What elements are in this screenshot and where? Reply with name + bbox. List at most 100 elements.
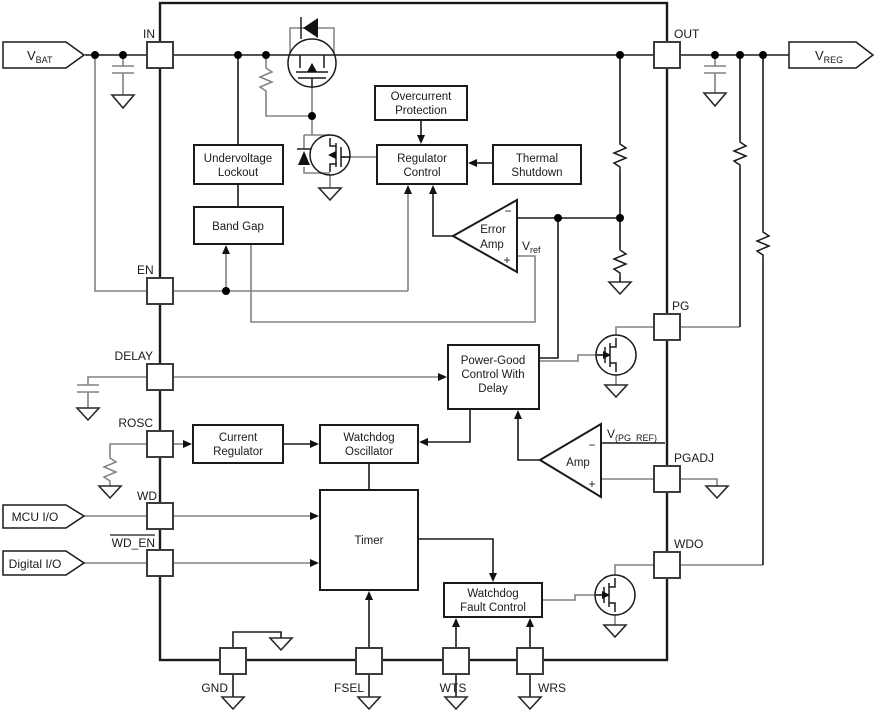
port-vreg-label: VREG	[815, 48, 843, 65]
ground-icon	[268, 637, 294, 652]
port-vbat: VBAT	[2, 41, 86, 69]
ground-icon	[517, 696, 543, 711]
pin-labels: IN OUT EN DELAY ROSC WD WD_EN PG PGADJ W…	[110, 27, 714, 695]
error-amp: Error Amp − +	[450, 198, 518, 274]
feedback-net	[517, 55, 633, 359]
block-label: Shutdown	[511, 167, 562, 179]
block-label: Current	[219, 432, 258, 444]
wire-gnd-internal	[232, 631, 282, 648]
pin-delay	[146, 363, 174, 391]
pin-gnd	[219, 647, 247, 675]
arrowhead-icon	[404, 185, 412, 194]
minus-sign: −	[504, 204, 511, 218]
pin-fsel	[355, 647, 383, 675]
vpgref-main: V	[607, 427, 615, 441]
pin-pgadj	[653, 465, 681, 493]
pin-delay-label: DELAY	[115, 349, 153, 363]
wire-erroramp-out	[432, 194, 453, 237]
arrowhead-icon	[514, 410, 522, 419]
wire-wdo	[614, 564, 763, 575]
junction-dot	[222, 287, 230, 295]
block-regulator-control: Regulator Control	[376, 144, 468, 185]
resistor-icon	[612, 142, 628, 170]
port-mcu-io-label: MCU I/O	[12, 510, 59, 524]
junction-dot	[234, 51, 242, 59]
pg-amp-triangle	[538, 422, 602, 499]
plus-sign: +	[588, 477, 595, 491]
block-rect	[447, 344, 540, 410]
ground-icon	[702, 92, 728, 108]
block-rect	[374, 85, 468, 121]
block-label: Watchdog	[343, 432, 394, 444]
wire-wfc-to-wdofet	[542, 594, 604, 601]
wire-delay-ext	[87, 376, 147, 408]
pin-out	[653, 41, 681, 69]
mosfet-body	[594, 574, 636, 616]
vref-main: V	[522, 239, 530, 253]
wire-en	[173, 194, 409, 292]
wdo-output-net	[542, 55, 771, 639]
pg-amp-label: Amp	[566, 457, 590, 469]
mosfet-arrow	[307, 63, 317, 72]
pin-pgadj-label: PGADJ	[674, 451, 714, 465]
erroramp-output-net	[429, 185, 453, 237]
gate-driver-mosfet-icon	[297, 134, 351, 176]
block-label: Protection	[395, 105, 447, 117]
vbat-external-net	[94, 55, 147, 292]
wire-gate-cluster	[265, 55, 331, 188]
plus-sign: +	[503, 253, 510, 267]
ground-icon	[602, 624, 628, 639]
pin-in-label: IN	[143, 27, 155, 41]
pin-wd-label: WD	[137, 489, 157, 503]
block-rect	[319, 424, 419, 464]
port-mcu-io: MCU I/O	[2, 504, 86, 529]
pg-output-net	[539, 55, 748, 399]
pin-out-label: OUT	[674, 27, 700, 41]
junction-dot	[91, 51, 99, 59]
block-overcurrent-protection: Overcurrent Protection	[374, 85, 468, 121]
rosc-net	[97, 440, 192, 500]
block-label: Thermal	[516, 153, 558, 165]
junction-dots	[91, 51, 767, 295]
mosfet-body	[309, 134, 351, 176]
block-label: Overcurrent	[391, 91, 453, 103]
vbat-main: V	[27, 48, 36, 63]
block-label: Fault Control	[460, 602, 526, 614]
pin-wdo	[653, 551, 681, 579]
pin-wts-label: WTS	[440, 681, 467, 695]
block-label: Regulator	[213, 446, 263, 458]
pg-amp-net	[514, 410, 730, 500]
wdo-mosfet-icon	[594, 574, 636, 616]
block-thermal-shutdown: Thermal Shutdown	[492, 144, 582, 185]
arrowhead-icon	[468, 159, 477, 167]
port-mcu-io-shape	[2, 504, 86, 529]
block-label: Control	[403, 167, 440, 179]
error-amp-triangle	[450, 198, 518, 274]
block-label: Watchdog	[467, 588, 518, 600]
block-label: Undervoltage	[204, 153, 272, 165]
block-undervoltage-lockout: Undervoltage Lockout	[193, 144, 284, 185]
port-digital-io-shape	[2, 550, 86, 576]
diode-icon	[303, 18, 318, 38]
wire-timer-to-wfc	[418, 538, 494, 573]
delay-net	[75, 373, 447, 422]
block-label: Regulator	[397, 153, 447, 165]
pin-en	[146, 277, 174, 305]
error-amp-label: Error	[480, 224, 506, 236]
pin-wd	[146, 502, 174, 530]
pin-wrs	[516, 647, 544, 675]
arrowhead-icon	[310, 512, 319, 520]
wire-pg-sense	[539, 218, 559, 359]
resistor-icon	[732, 140, 748, 168]
junction-dot	[711, 51, 719, 59]
ground-icon	[110, 94, 136, 110]
wd-net	[84, 512, 319, 567]
error-amp-label: Amp	[480, 239, 504, 251]
vref-net	[250, 244, 536, 323]
ground-icon	[97, 485, 123, 500]
block-label: Oscillator	[345, 446, 393, 458]
junction-dot	[736, 51, 744, 59]
pin-wdo-label: WDO	[674, 537, 703, 551]
arrowhead-icon	[429, 185, 437, 194]
